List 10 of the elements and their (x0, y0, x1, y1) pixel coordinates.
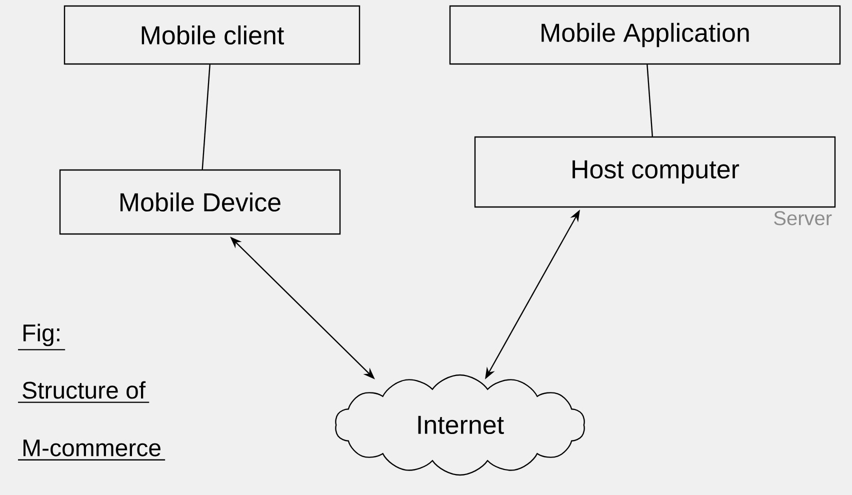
connector-line (646, 64, 653, 136)
process-box: Host computer (474, 136, 836, 208)
caption-text: M-commerce (24, 440, 160, 456)
caption-text: Fig: (24, 324, 60, 346)
process-box: Mobile Device (59, 169, 341, 235)
caption-text: Structure of (22, 381, 146, 399)
side-note: Server (774, 211, 832, 226)
process-box: Mobile client (64, 5, 360, 65)
connector-line (202, 64, 210, 170)
process-box: Mobile Application (449, 5, 841, 65)
